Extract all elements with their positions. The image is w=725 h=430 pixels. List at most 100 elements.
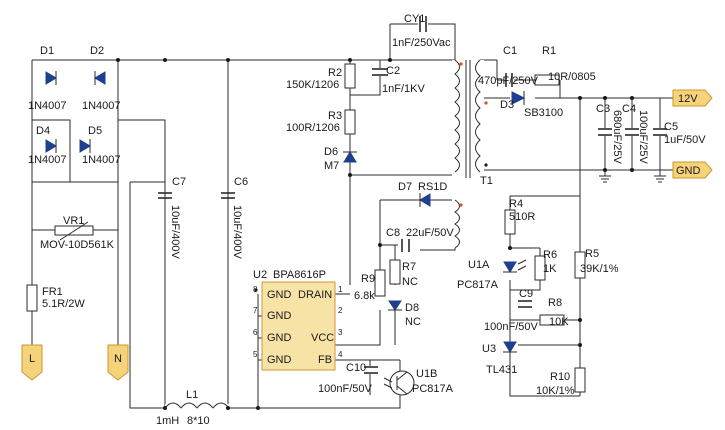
capacitor-c8 — [398, 239, 412, 252]
label-r2-ref: R2 — [328, 67, 342, 79]
u2-pin-number: 1 — [338, 285, 343, 294]
terminal-line-label: L — [29, 353, 35, 365]
label-d5-ref: D5 — [88, 125, 102, 137]
label-d7-value: RS1D — [418, 181, 447, 193]
u2-pin-number: 4 — [338, 350, 343, 359]
label-d7-ref: D7 — [398, 181, 412, 193]
capacitor-c7 — [158, 192, 172, 199]
label-u1b-value: PC817A — [412, 383, 454, 395]
ic-u2[interactable] — [254, 281, 336, 371]
u2-pin-gnd-3: GND — [267, 332, 292, 344]
label-l1-value: 1mH — [156, 415, 179, 427]
label-c2-value: 1nF/1KV — [382, 83, 425, 95]
label-u3-value: TL431 — [486, 364, 517, 376]
label-u2-value: BPA8616P — [273, 269, 326, 281]
inductor-l1 — [164, 402, 230, 412]
terminal-12v-label: 12V — [678, 93, 698, 105]
terminal-neutral[interactable] — [107, 344, 129, 381]
ground-symbol — [654, 170, 666, 183]
label-t1-ref: T1 — [480, 175, 493, 187]
label-d5-value: 1N4007 — [82, 154, 121, 166]
optocoupler-u1b — [383, 370, 415, 396]
label-c3-ref: C3 — [596, 103, 610, 115]
label-r9-ref: R9 — [361, 273, 375, 285]
label-fr1-ref: FR1 — [42, 286, 63, 298]
capacitor-c1 — [504, 73, 514, 87]
resistor-r6 — [534, 255, 546, 281]
label-c5-ref: C5 — [664, 121, 678, 133]
capacitor-c5 — [653, 128, 667, 136]
diode-d1 — [45, 71, 57, 85]
label-c7-ref: C7 — [172, 176, 186, 188]
diode-d7 — [419, 193, 431, 207]
label-u1b-ref: U1B — [416, 368, 437, 380]
terminal-neutral-label: N — [114, 353, 122, 365]
label-vr1-value: MOV-10D561K — [40, 239, 115, 251]
capacitor-cy1 — [418, 15, 428, 33]
label-r7-value: NC — [402, 276, 418, 288]
varistor-vr1 — [54, 221, 94, 241]
diode-d8 — [388, 300, 402, 311]
label-c2-ref: C2 — [386, 65, 400, 77]
label-c4-ref: C4 — [622, 103, 636, 115]
phase-dot — [459, 203, 463, 207]
label-cy1-value: 1nF/250Vac — [392, 37, 451, 49]
label-r5-ref: R5 — [585, 248, 599, 260]
label-u1a-ref: U1A — [468, 259, 490, 271]
phase-dot — [459, 62, 463, 66]
label-c9-ref: C9 — [519, 288, 533, 300]
terminal-gnd[interactable] — [672, 161, 713, 179]
resistor-r4 — [504, 209, 516, 235]
shunt-regulator-u3 — [503, 341, 517, 353]
bridge-diodes — [45, 71, 106, 153]
resistor-r7 — [389, 259, 401, 285]
wires — [31, 23, 690, 410]
label-r10-ref: R10 — [550, 371, 570, 383]
label-r3-ref: R3 — [328, 110, 342, 122]
label-c4-value: 100uF/25V — [637, 110, 649, 164]
label-d6-ref: D6 — [324, 146, 338, 158]
diode-d6 — [343, 151, 357, 163]
junctions — [116, 58, 634, 410]
resistor-fr1 — [26, 284, 38, 312]
label-c3-value: 680uF/25V — [611, 110, 623, 164]
resistor-r3 — [344, 109, 356, 135]
label-r9-value: 6.8k — [354, 290, 375, 302]
label-r8-value: 10K — [549, 316, 569, 328]
label-fr1-value: 5.1R/2W — [42, 298, 85, 310]
label-d6-value: M7 — [324, 160, 339, 172]
label-d3-ref: D3 — [500, 99, 514, 111]
label-d8-value: NC — [405, 316, 421, 328]
label-u2-ref: U2 — [253, 269, 267, 281]
label-c6-value: 10uF/400V — [231, 205, 243, 259]
label-r3-value: 100R/1206 — [286, 122, 340, 134]
label-u1a-value: PC817A — [457, 279, 499, 291]
u2-pin-number: 2 — [338, 306, 343, 315]
label-r6-ref: R6 — [543, 249, 557, 261]
label-c8-ref: C8 — [386, 227, 400, 239]
label-c9-value: 100nF/50V — [484, 321, 538, 333]
label-l1-ref: L1 — [186, 389, 198, 401]
ground-symbol — [599, 170, 611, 183]
label-d3-value: SB3100 — [524, 107, 563, 119]
label-r4-value: 510R — [509, 211, 535, 223]
terminal-gnd-label: GND — [676, 165, 701, 177]
label-c5-value: 1uF/50V — [664, 134, 706, 146]
capacitor-c2 — [372, 68, 388, 76]
diode-d3 — [511, 91, 526, 105]
label-r1-ref: R1 — [542, 45, 556, 57]
optocoupler-u1a — [503, 259, 527, 273]
resistor-r10 — [574, 367, 586, 393]
phase-dot — [484, 163, 488, 167]
terminal-12v[interactable] — [672, 89, 713, 107]
capacitor-c4 — [625, 128, 639, 136]
label-r4-ref: R4 — [509, 198, 523, 210]
terminal-line[interactable] — [21, 344, 43, 381]
label-r7-ref: R7 — [402, 261, 416, 273]
transformer-t1 — [452, 59, 488, 249]
u2-pin-number: 6 — [253, 328, 258, 337]
label-vr1-ref: VR1 — [63, 215, 84, 227]
capacitor-c9 — [518, 300, 532, 308]
